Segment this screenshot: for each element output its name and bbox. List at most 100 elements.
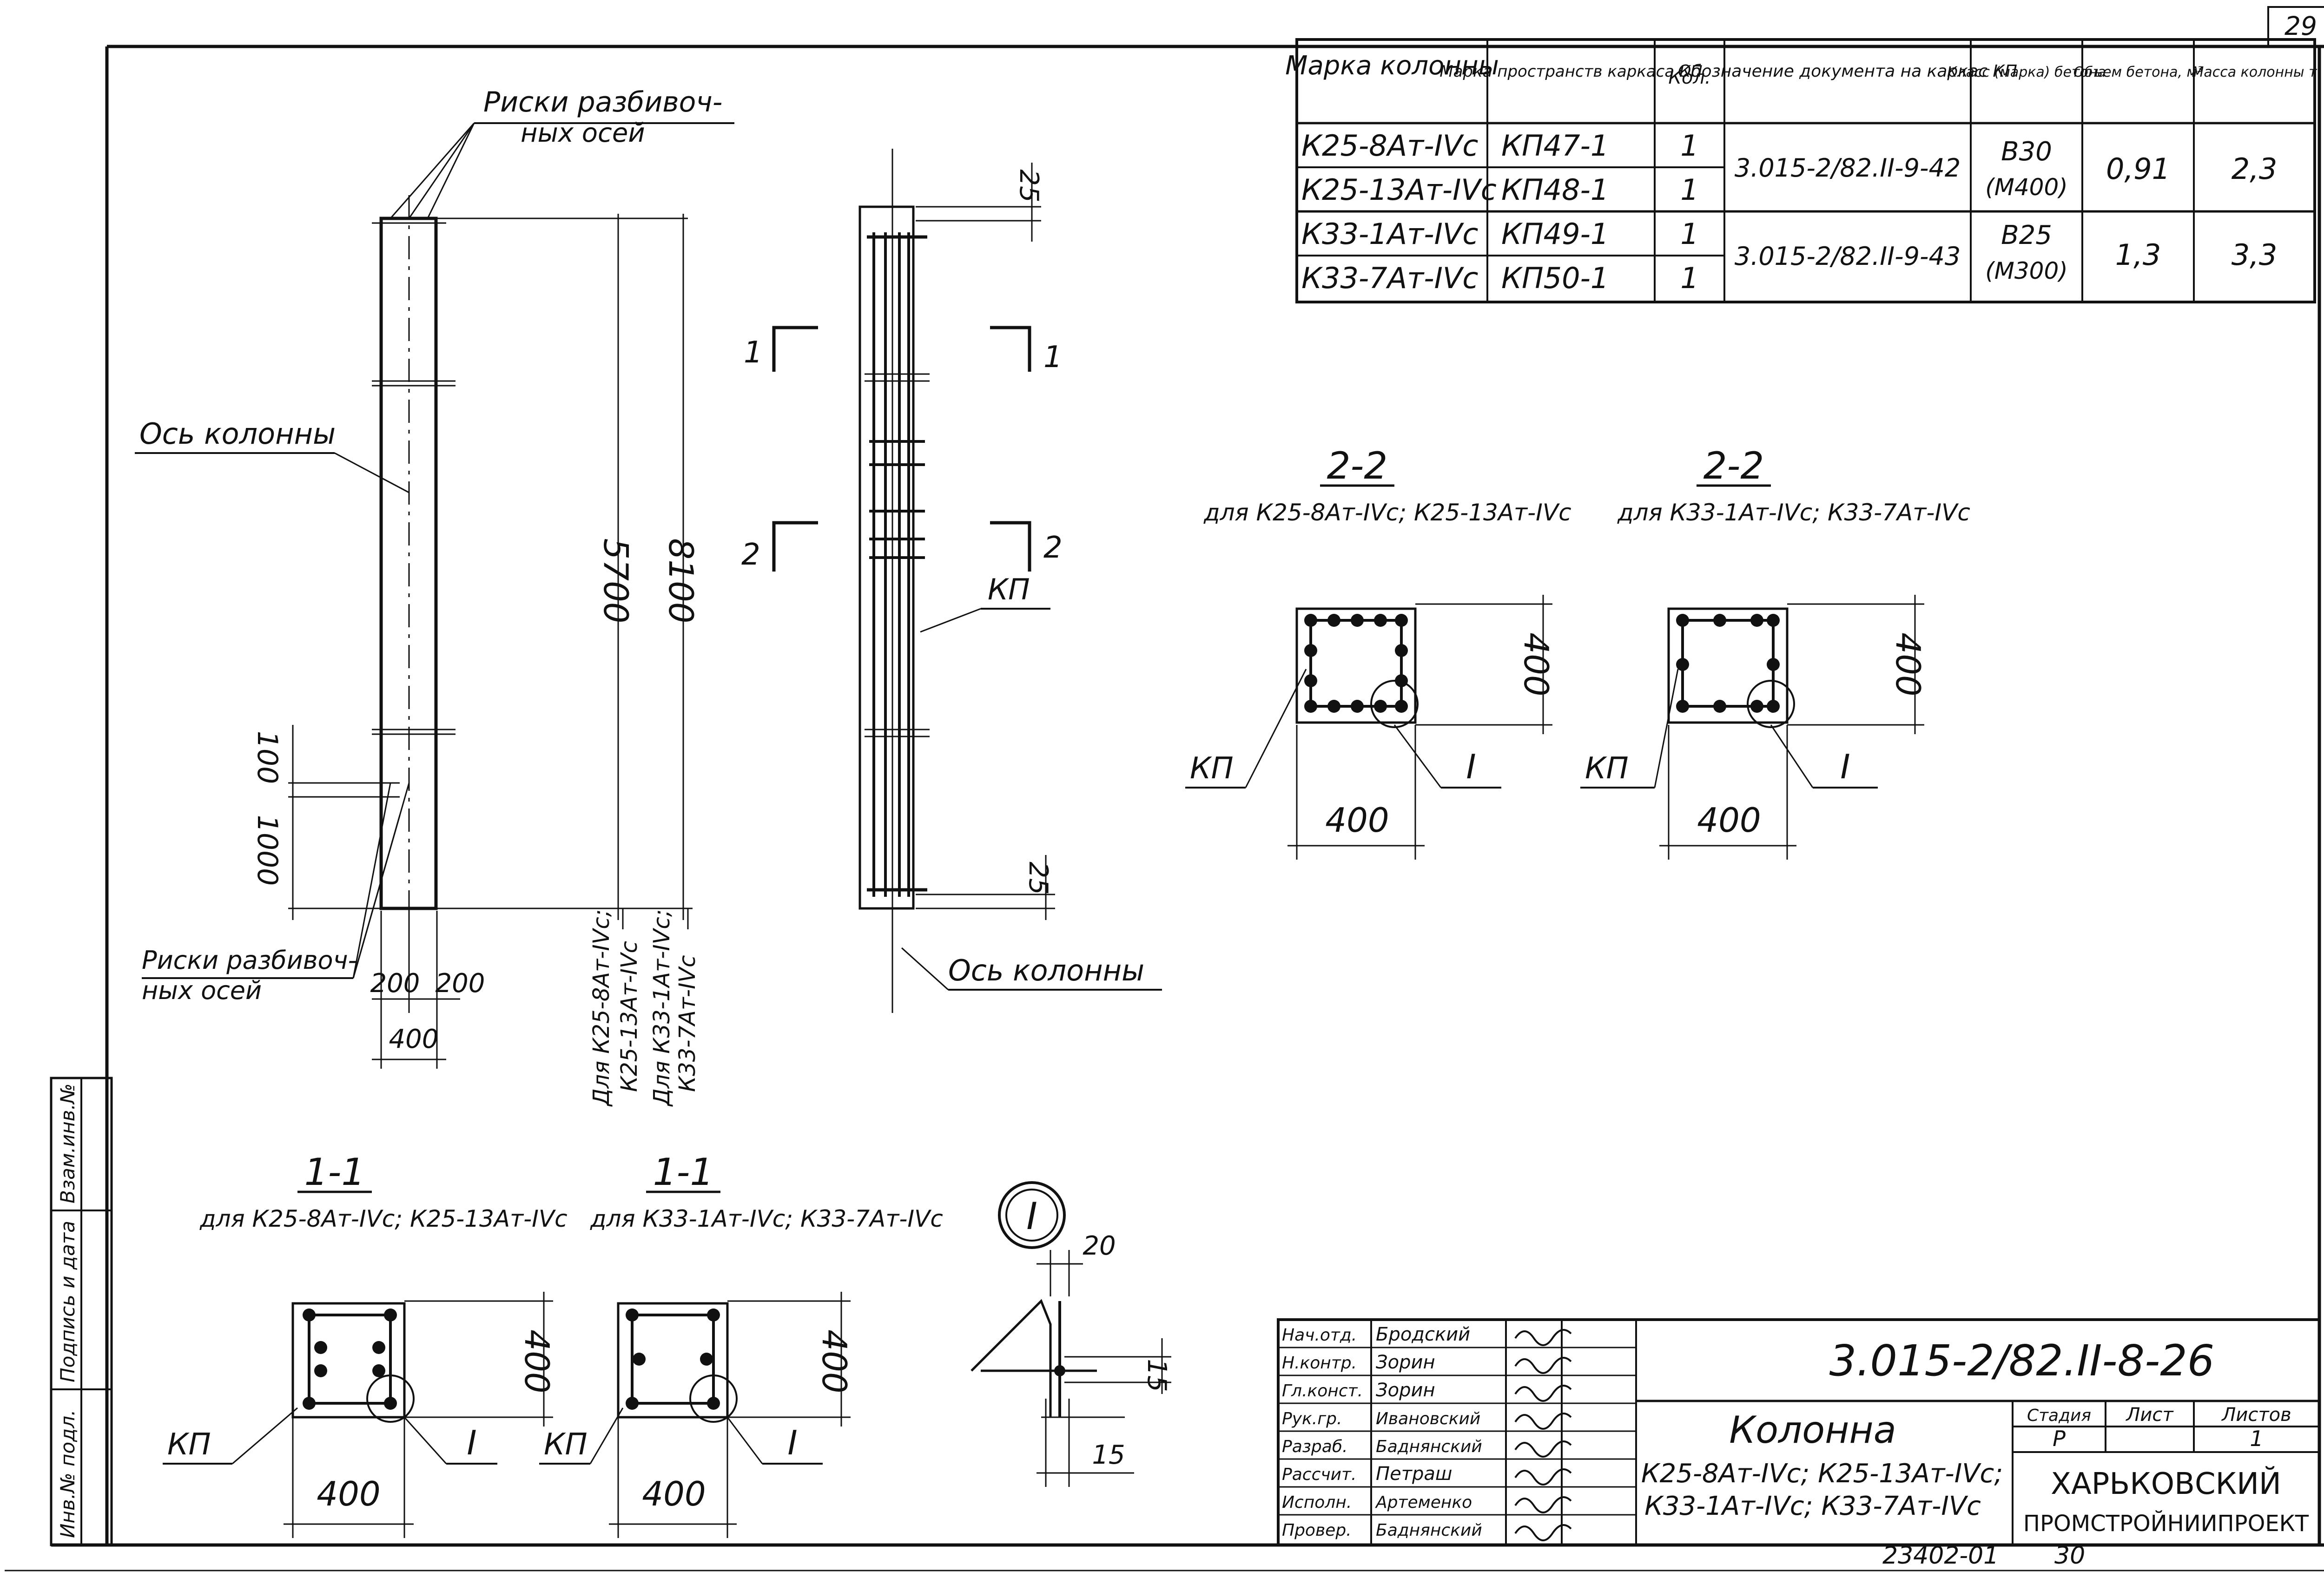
group-1-mark: (М400) [1985, 174, 2068, 201]
section-2-2-b-detail: I [1840, 747, 1850, 786]
section-2-2-b-subtitle: для К33-1Ат-IVс; К33-7Ат-IVс [1617, 499, 1970, 526]
section-1-1-a-subtitle: для К25-8Ат-IVс; К25-13Ат-IVс [199, 1205, 568, 1232]
section-2-2-b-kp: КП [1585, 751, 1629, 786]
th-column-mark: Марка колонны [1285, 51, 1499, 81]
th-mass: Масса колонны т [2192, 64, 2317, 80]
role-5: Разраб. [1282, 1437, 1347, 1456]
stamp-page: 30 [2054, 1542, 2085, 1570]
cut-1-right: 1 [1043, 340, 1063, 375]
section-1-1-a-height: 400 [517, 1329, 556, 1393]
section-2-2-a-kp: КП [1190, 751, 1234, 786]
stage-value: Р [2053, 1426, 2066, 1451]
note-left-2: К25-13Ат-IVс [616, 941, 642, 1092]
name-1: Бродский [1376, 1324, 1470, 1345]
reinforcement-view: 25 25 1 1 2 2 КП Ось колонны [741, 149, 1162, 1013]
section-2-2-a-detail: I [1466, 747, 1476, 786]
spec-table: Марка колонны Марка пространств каркаса … [1285, 38, 2317, 303]
detail-I-dim-15b: 15 [1092, 1440, 1125, 1470]
sheets-value: 1 [2250, 1426, 2263, 1451]
section-1-1-b: 1-1 для К33-1Ат-IVс; К33-7Ат-IVс 400 400… [539, 1151, 943, 1538]
role-4: Рук.гр. [1282, 1409, 1342, 1428]
th-qty: Кол. [1668, 67, 1710, 88]
name-4: Ивановский [1376, 1409, 1480, 1428]
name-7: Артеменко [1375, 1493, 1472, 1512]
org-1: ХАРЬКОВСКИЙ [2051, 1466, 2281, 1501]
detail-I: I 20 15 15 [971, 1181, 1172, 1487]
role-8: Провер. [1282, 1521, 1352, 1540]
section-2-2-b-outline [1667, 607, 1789, 724]
doc-code: 3.015-2/82.II-8-26 [1829, 1336, 2215, 1386]
section-1-1-b-detail: I [787, 1423, 797, 1462]
role-6: Рассчит. [1282, 1465, 1356, 1484]
detail-I-dim-15a: 15 [1142, 1359, 1172, 1392]
group-2-class: В25 [2001, 220, 2052, 250]
section-2-2-a-outline [1295, 607, 1417, 724]
stamp-number: 23402-01 [1882, 1542, 1999, 1570]
role-7: Исполн. [1282, 1493, 1352, 1512]
dim-5700: 5700 [596, 538, 635, 623]
risk-label-bottom-1: Риски разбивоч- [142, 946, 357, 975]
cut-2-left: 2 [741, 538, 760, 572]
signatures [1514, 1329, 1572, 1541]
dim-100: 100 [251, 731, 284, 784]
row-4-qty: 1 [1680, 261, 1698, 295]
name-3: Зорин [1376, 1380, 1435, 1401]
side-stamp-1: Инв.№ подл. [56, 1410, 79, 1538]
group-1-mass: 2,3 [2232, 152, 2278, 186]
section-2-2-a: 2-2 для К25-8Ат-IVс; К25-13Ат-IVс 400 40… [1185, 444, 1571, 860]
row-4-frame: КП50-1 [1501, 261, 1609, 295]
risk-label-top-1: Риски разбивоч- [483, 86, 722, 118]
group-2-volume: 1,3 [2115, 238, 2161, 272]
section-1-1-a-kp: КП [167, 1427, 211, 1462]
org-2: ПРОМСТРОЙНИИПРОЕКТ [2023, 1510, 2309, 1537]
detail-I-dim-20: 20 [1083, 1231, 1116, 1261]
dim-8100: 8100 [661, 538, 700, 623]
column-elevation: Риски разбивоч- ных осей Ось колонны 570… [135, 86, 734, 1107]
row-3-frame: КП49-1 [1501, 217, 1609, 251]
row-2-column: К25-13Ат-IVс [1301, 173, 1497, 207]
row-1-column: К25-8Ат-IVс [1301, 129, 1478, 163]
section-2-2-a-subtitle: для К25-8Ат-IVс; К25-13Ат-IVс [1203, 499, 1571, 526]
row-1-qty: 1 [1680, 129, 1698, 163]
group-1-doc: 3.015-2/82.II-9-42 [1735, 153, 1961, 183]
section-1-1-a-detail: I [467, 1423, 476, 1462]
subtitle-2: К33-1Ат-IVс; К33-7Ат-IVс [1644, 1491, 1981, 1521]
cut-1-left: 1 [744, 335, 763, 370]
section-1-1-b-height: 400 [815, 1329, 854, 1393]
section-2-2-b-width: 400 [1697, 801, 1761, 840]
name-8: Баднянский [1376, 1521, 1482, 1540]
th-concrete-class: Класс (марка) бетона [1947, 64, 2106, 80]
th-volume: Объем бетона, м³ [2073, 64, 2203, 80]
section-2-2-b-height: 400 [1888, 632, 1928, 696]
cut-2-right: 2 [1043, 531, 1063, 565]
sheet-number-box: 29 [2267, 6, 2324, 47]
section-2-2-a-height: 400 [1517, 632, 1556, 696]
th-document: Обозначение документа на каркас КП [1678, 62, 2017, 81]
note-right-2: К33-7Ат-IVс [674, 955, 700, 1092]
section-1-1-b-width: 400 [642, 1474, 706, 1513]
section-1-1-a: 1-1 для К25-8Ат-IVс; К25-13Ат-IVс 400 40… [163, 1151, 568, 1538]
sheet-header: Лист [2125, 1404, 2174, 1426]
row-3-column: К33-1Ат-IVс [1301, 217, 1478, 251]
row-2-qty: 1 [1680, 173, 1698, 207]
group-2-mass: 3,3 [2232, 238, 2278, 272]
group-2-doc: 3.015-2/82.II-9-43 [1735, 242, 1961, 271]
group-2-mark: (М300) [1985, 257, 2068, 284]
title: Колонна [1729, 1408, 1896, 1452]
risk-label-bottom-2: ных осей [142, 976, 262, 1005]
section-2-2-a-width: 400 [1325, 801, 1389, 840]
row-4-column: К33-7Ат-IVс [1301, 261, 1478, 295]
section-1-1-a-title: 1-1 [304, 1151, 365, 1194]
section-1-1-a-outline [291, 1302, 406, 1419]
title-block: Нач.отд. Бродский Н.контр. Зорин Гл.конс… [1277, 1318, 2321, 1546]
note-left-1: Для К25-8Ат-IVс; [588, 909, 614, 1107]
section-1-1-a-width: 400 [317, 1474, 380, 1513]
side-stamp-3: Взам.инв.№ [56, 1084, 79, 1203]
stage-header: Стадия [2027, 1406, 2091, 1425]
name-5: Баднянский [1376, 1437, 1482, 1456]
axis-label-elevation: Ось колонны [139, 417, 336, 451]
subtitle-1: К25-8Ат-IVс; К25-13Ат-IVс; [1641, 1459, 2003, 1489]
axis-label-reinforcement: Ось колонны [948, 953, 1144, 987]
section-2-2-b: 2-2 для К33-1Ат-IVс; К33-7Ат-IVс 400 400… [1580, 444, 1970, 860]
